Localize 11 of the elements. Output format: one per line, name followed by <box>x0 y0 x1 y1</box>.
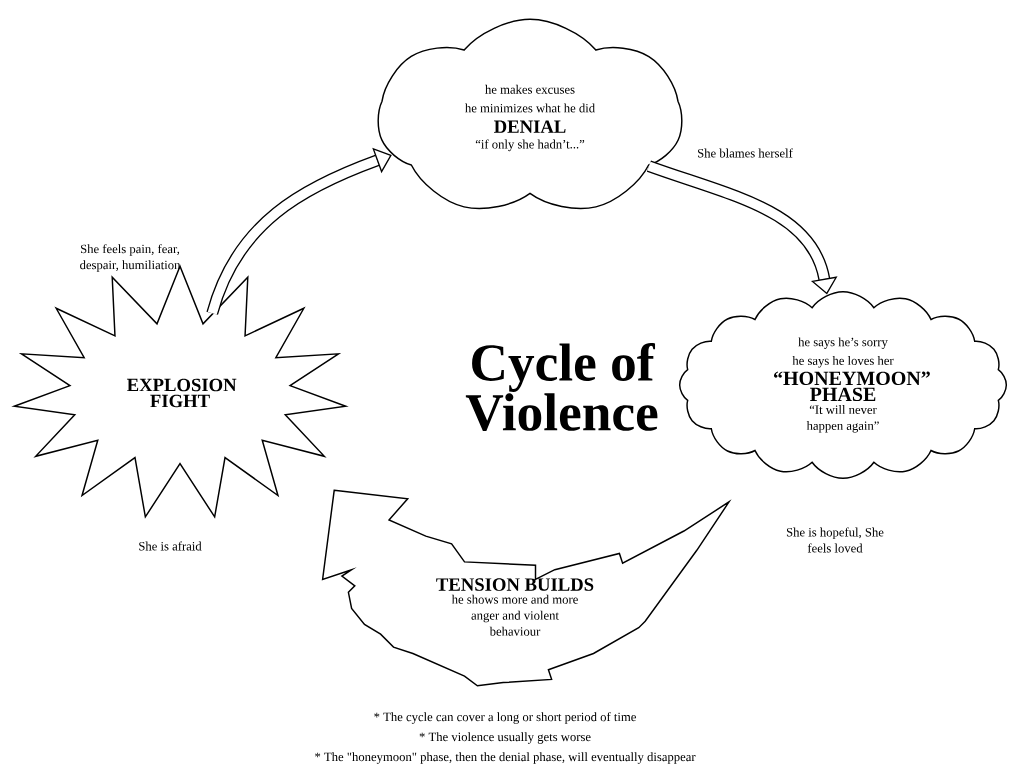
thought-cloud: he says he’s sorry he says he loves her “HONEYMOON” PHASE “It will never happen again” <box>678 290 1008 480</box>
footnote: * The cycle can cover a long or short period of time <box>374 712 636 724</box>
title: Cycle of Violence <box>465 342 658 432</box>
thought-cloud: he makes excuses he minimizes what he did DENIAL “if only she hadn’t...” <box>377 18 683 210</box>
footnote: * The "honeymoon" phase, then the denial phase, will eventually disappear <box>315 752 696 764</box>
footnote: * The violence usually gets worse <box>419 732 591 744</box>
caption-text: She is afraid <box>139 541 202 551</box>
block-arrow <box>646 160 838 295</box>
block-arrow <box>206 147 392 316</box>
caption-text: She blames herself <box>698 148 793 158</box>
caption-text: She is hopeful, She feels loved <box>786 527 884 553</box>
